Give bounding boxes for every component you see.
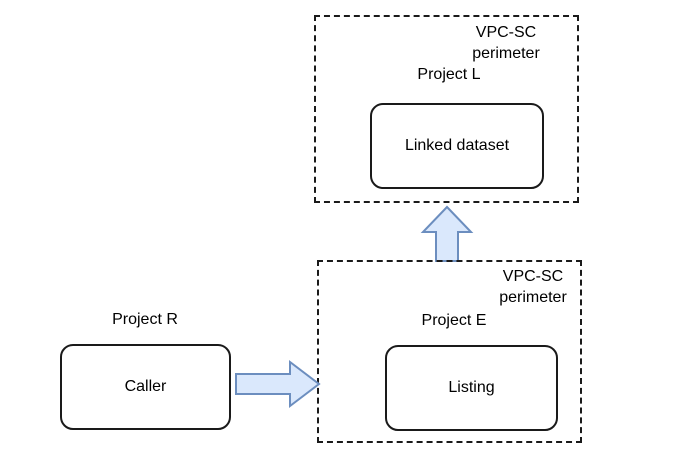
perimeter-bottom-title-line2: perimeter [499, 289, 567, 306]
project-r-label: Project R [112, 311, 178, 328]
project-l-label: Project L [417, 66, 481, 83]
arrow-up-icon [420, 205, 474, 262]
perimeter-top-title-line1: VPC-SC [475, 24, 537, 41]
perimeter-bottom-title-line1: VPC-SC [502, 268, 564, 285]
node-linked-dataset-label: Linked dataset [404, 137, 510, 154]
vpc-sc-perimeter-bottom [317, 260, 582, 443]
node-caller[interactable]: Caller [60, 344, 231, 430]
node-caller-label: Caller [124, 378, 167, 395]
vpc-sc-perimeter-top [314, 15, 579, 203]
arrow-up-listing-to-linked-dataset [420, 205, 474, 262]
node-listing[interactable]: Listing [385, 345, 558, 431]
node-linked-dataset[interactable]: Linked dataset [370, 103, 544, 189]
perimeter-top-title: VPC-SC perimeter [438, 22, 574, 64]
node-listing-label: Listing [448, 379, 495, 396]
arrow-right-icon [235, 359, 321, 409]
perimeter-top-title-line2: perimeter [472, 45, 540, 62]
arrow-right-caller-to-listing [235, 359, 321, 409]
perimeter-bottom-title: VPC-SC perimeter [465, 266, 601, 308]
project-e-label: Project E [421, 312, 487, 329]
